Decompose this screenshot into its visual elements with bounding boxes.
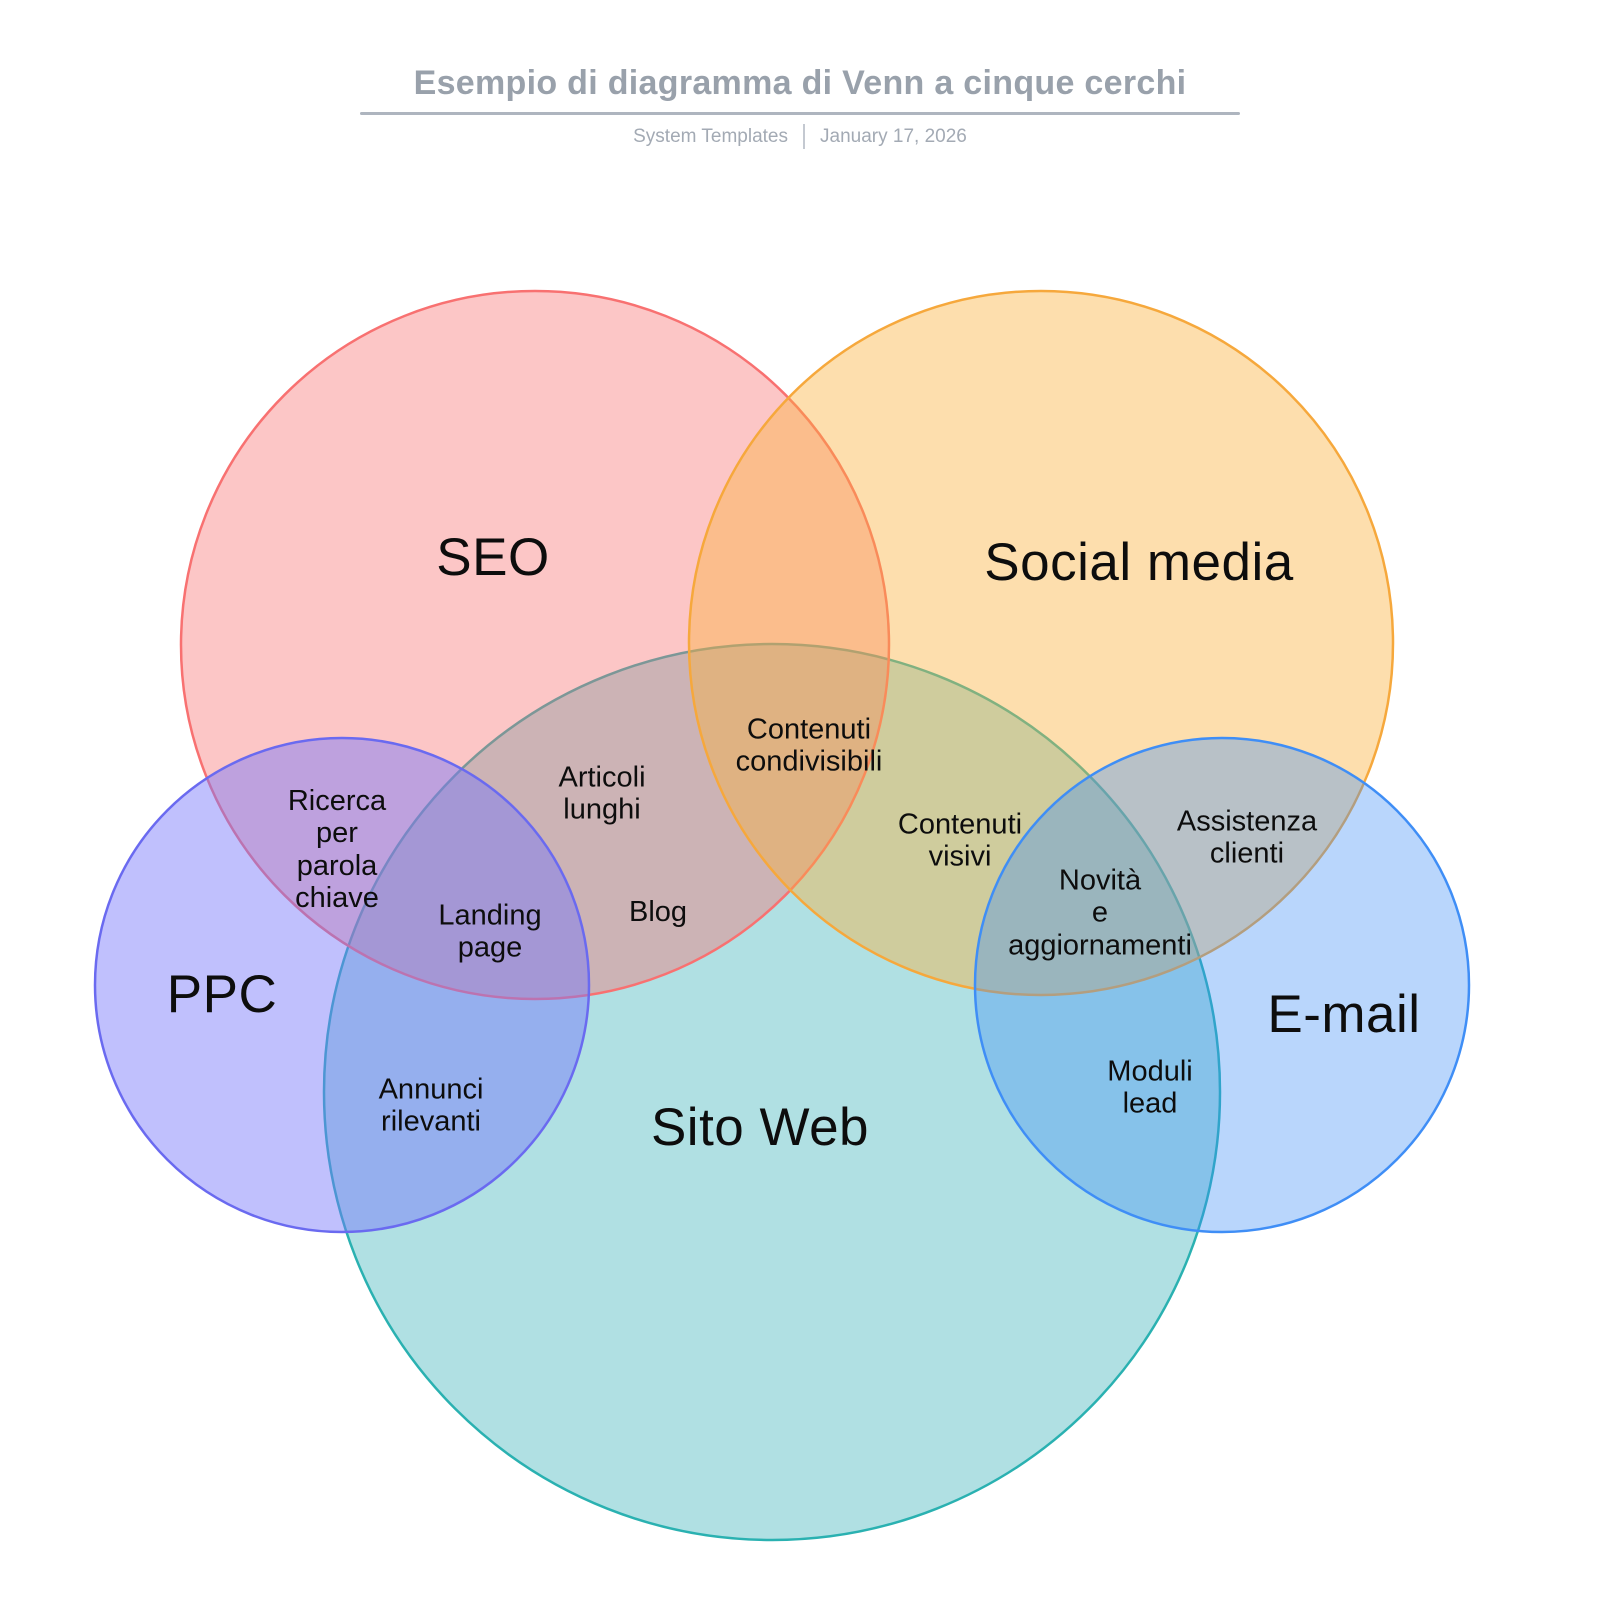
ppc-circle xyxy=(93,736,591,1234)
intersection-label-moduli-lead: Moduli lead xyxy=(1107,1055,1193,1120)
email-circle-label: E-mail xyxy=(1267,985,1421,1045)
intersection-label-articoli-lunghi: Articoli lunghi xyxy=(558,761,646,826)
header: Esempio di diagramma di Venn a cinque ce… xyxy=(0,0,1600,149)
seo-circle-label: SEO xyxy=(436,528,550,588)
ppc-circle-label: PPC xyxy=(166,965,278,1025)
intersection-label-contenuti-condivisibili: Contenuti condivisibili xyxy=(735,713,883,778)
intersection-label-landing-page: Landing page xyxy=(438,899,542,964)
social-media-circle xyxy=(687,289,1395,997)
subtitle-divider xyxy=(803,124,806,149)
intersection-label-blog: Blog xyxy=(628,895,688,928)
byline: System Templates xyxy=(633,125,789,147)
intersection-label-assistenza-clienti: Assistenza clienti xyxy=(1176,805,1318,870)
date: January 17, 2026 xyxy=(820,125,967,147)
intersection-label-contenuti-visivi: Contenuti visivi xyxy=(897,808,1023,873)
social-media-circle-label: Social media xyxy=(984,533,1294,593)
page-title: Esempio di diagramma di Venn a cinque ce… xyxy=(413,64,1187,102)
intersection-label-novita-e-aggiornamenti: Novità e aggiornamenti xyxy=(1008,864,1192,962)
subtitle: System Templates January 17, 2026 xyxy=(0,124,1600,149)
intersection-label-ricerca-per-parola-chiave: Ricerca per parola chiave xyxy=(287,785,387,915)
sito-web-circle xyxy=(322,642,1222,1542)
sito-web-circle-label: Sito Web xyxy=(650,1098,870,1158)
email-circle xyxy=(973,736,1471,1234)
seo-circle xyxy=(179,289,891,1001)
title-underline xyxy=(360,112,1240,115)
intersection-label-annunci-rilevanti: Annunci rilevanti xyxy=(378,1073,484,1138)
